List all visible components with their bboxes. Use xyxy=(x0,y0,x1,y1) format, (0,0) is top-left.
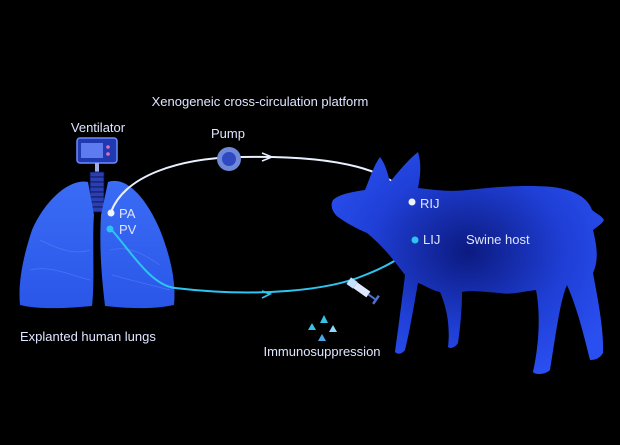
rij-label: RIJ xyxy=(420,196,440,211)
lungs-label: Explanted human lungs xyxy=(20,329,156,344)
arrow-icon xyxy=(261,152,275,162)
lij-label: LIJ xyxy=(423,232,440,247)
ventilator-label: Ventilator xyxy=(71,120,126,135)
swine-host-label: Swine host xyxy=(466,232,530,247)
pa-port-icon xyxy=(107,209,115,217)
diagram-title: Xenogeneic cross-circulation platform xyxy=(152,94,369,109)
pump-label: Pump xyxy=(211,126,245,141)
lungs-icon xyxy=(19,180,175,309)
pig-icon xyxy=(331,152,604,375)
ventilator-icon xyxy=(76,137,118,213)
arrow-icon xyxy=(261,290,273,299)
lij-port-icon xyxy=(411,236,419,244)
pv-port-icon xyxy=(106,225,114,233)
syringe-icon xyxy=(346,277,380,305)
pump-icon xyxy=(217,147,241,171)
pa-label: PA xyxy=(119,206,136,221)
rij-port-icon xyxy=(408,198,416,206)
immunosuppression-label: Immunosuppression xyxy=(263,344,380,359)
venous-line xyxy=(109,227,417,294)
immunosuppressant-drug-icon xyxy=(308,315,337,341)
pv-label: PV xyxy=(119,222,137,237)
